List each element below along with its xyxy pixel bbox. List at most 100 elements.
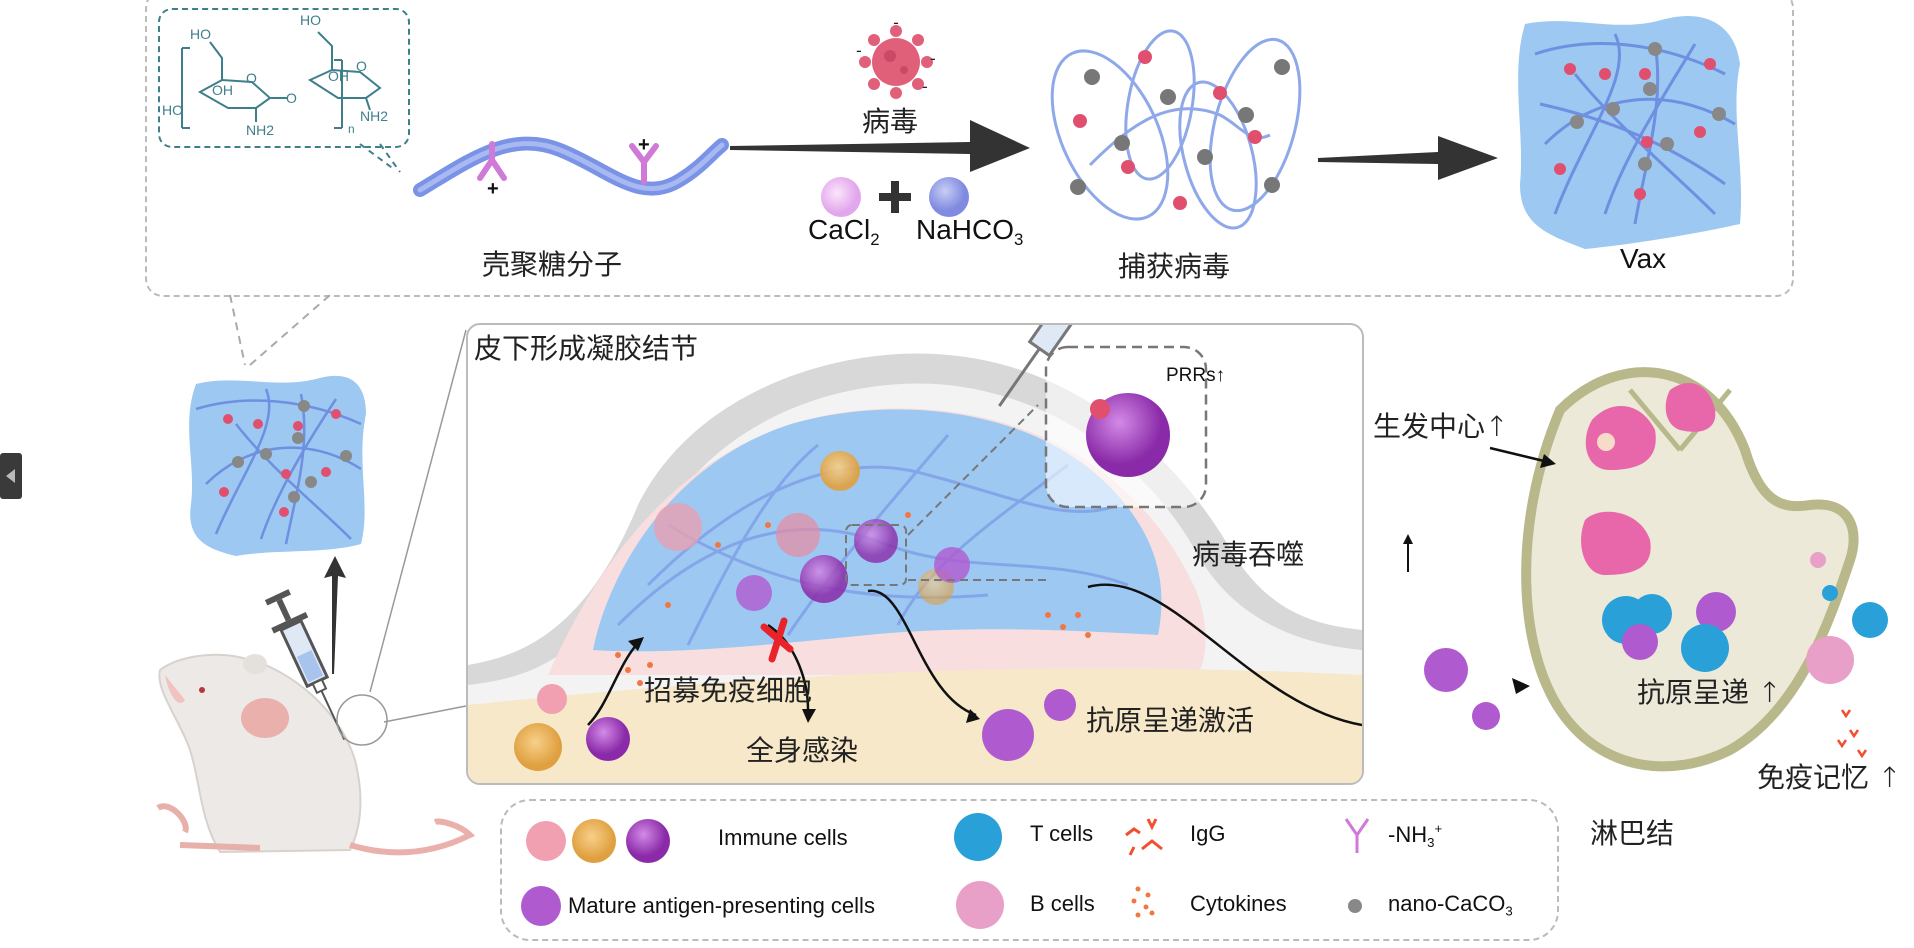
apc-icon <box>1622 624 1658 660</box>
b-cell-icon <box>1806 636 1854 684</box>
recruit-label: 招募免疫细胞 <box>644 674 813 707</box>
b-cell-icon <box>956 881 1004 929</box>
svg-text:-: - <box>856 41 862 60</box>
antigen-presentation-label: 抗原呈递 ↑ <box>1637 671 1781 711</box>
immune-cell-icon <box>537 684 567 714</box>
legend: Immune cells T cells IgG -NH3+ Mature an… <box>500 799 1559 941</box>
legend-label: Cytokines <box>1190 891 1287 916</box>
reagent-cacl2-sub: 2 <box>870 229 880 249</box>
reagent-nahco3-sub: 3 <box>1014 229 1024 249</box>
prrs-text: PRRs <box>1166 365 1216 386</box>
phagocytosis-label: 病毒吞噬 <box>1192 538 1305 571</box>
t-cell-icon <box>1681 624 1729 672</box>
amine-icon <box>1344 818 1370 853</box>
legend-label: -NH3+ <box>1388 821 1442 850</box>
prrs-label: PRRs↑ <box>1166 365 1225 387</box>
legend-label: Immune cells <box>718 825 848 850</box>
apc-icon <box>736 575 772 611</box>
chitosan-chain-icon <box>413 136 729 197</box>
antigen-presentation-text: 抗原呈递 <box>1637 676 1750 709</box>
immune-cell-icon <box>854 519 898 563</box>
formula-atom: HO <box>190 26 211 42</box>
apc-icon <box>1696 592 1736 632</box>
virus-label: 病毒 <box>862 105 919 138</box>
blocked-x-icon <box>760 617 794 663</box>
cacl2-sphere-icon <box>821 177 861 217</box>
svg-text:-: - <box>922 77 928 96</box>
immune-memory-text: 免疫记忆 <box>1757 761 1870 794</box>
legend-label: nano-CaCO3 <box>1388 891 1513 919</box>
chitosan-label: 壳聚糖分子 <box>482 248 623 281</box>
b-cell-icon <box>1810 552 1826 568</box>
chitosan-formula-box: HO HO OH O O HO OH O NH2 NH2 n <box>158 8 410 148</box>
process-arrow-icon <box>730 120 1030 172</box>
positive-charge: + <box>638 134 650 156</box>
zoom-region-box <box>845 524 907 586</box>
sidebar-collapse-tab[interactable] <box>0 453 22 499</box>
t-cell-icon <box>954 813 1002 861</box>
up-arrow-icon: ↑ <box>1215 365 1226 386</box>
nahco3-sphere-icon <box>929 177 969 217</box>
amine-group-icon <box>629 143 659 185</box>
systemic-infection-label: 全身感染 <box>746 734 859 767</box>
formula-atom: NH2 <box>360 108 389 124</box>
svg-text:-: - <box>893 13 899 32</box>
legend-label: B cells <box>1030 891 1095 916</box>
igg-icon <box>1125 818 1163 856</box>
t-cell-icon <box>1632 594 1672 634</box>
immune-cell-icon <box>776 513 820 557</box>
capture-label: 捕获病毒 <box>1118 250 1231 283</box>
formula-atom: OH <box>212 82 233 98</box>
syringe-icon <box>264 589 346 741</box>
t-cell-icon <box>1852 602 1888 638</box>
legend-label: IgG <box>1190 821 1226 846</box>
apc-icon <box>982 709 1034 761</box>
apc-icon <box>1424 648 1468 692</box>
reagent-nahco3-main: NaHCO <box>916 214 1015 245</box>
caco3-sub: 3 <box>1505 903 1513 919</box>
amine-group-icon <box>477 141 507 181</box>
up-arrow-icon: ↑ <box>1749 676 1782 709</box>
subcutaneous-nodule-panel: 皮下形成凝胶结节 PRRs↑ 病毒吞噬 招募免疫细胞 全身感染 抗原呈递激活 <box>466 323 1364 785</box>
germinal-center-text: 生发中心 <box>1373 410 1486 443</box>
immune-cell-icon <box>586 717 630 761</box>
gel-network-icon <box>189 375 366 556</box>
immune-cell-icon <box>514 723 562 771</box>
svg-text:-: - <box>930 49 936 68</box>
germinal-center-label: 生发中心↑ <box>1373 405 1508 445</box>
vax-label: Vax <box>1620 243 1667 274</box>
formula-atom: O <box>356 58 367 74</box>
formula-atom: n <box>348 122 355 136</box>
mouse-icon <box>156 653 476 856</box>
caco3-text: nano-CaCO <box>1388 891 1506 916</box>
amine-sup: + <box>1434 821 1443 836</box>
t-cell-icon <box>1822 585 1838 601</box>
up-arrow-icon: ↑ <box>1485 410 1509 443</box>
legend-label: T cells <box>1030 821 1094 846</box>
apc-icon <box>521 886 561 926</box>
formula-atom: HO <box>300 12 321 28</box>
legend-label: Mature antigen-presenting cells <box>568 893 875 918</box>
reagent-cacl2-main: CaCl <box>808 214 871 245</box>
captured-virus-network-icon <box>1050 29 1302 230</box>
germinal-center-icon <box>1585 406 1656 470</box>
formula-atom: NH2 <box>246 122 275 138</box>
antigen-activation-label: 抗原呈递激活 <box>1086 704 1255 737</box>
virus-icon: - - - - <box>856 13 936 99</box>
formula-atom: O <box>246 70 257 86</box>
germinal-center-icon <box>1665 382 1716 432</box>
immune-memory-label: 免疫记忆 ↑ <box>1757 756 1901 796</box>
reagent-nahco3: NaHCO3 <box>916 214 1023 250</box>
up-arrow-icon: ↑ <box>1869 761 1902 794</box>
immune-cell-icon <box>820 451 860 491</box>
nodule-illustration <box>468 325 1362 783</box>
igg-icon <box>1836 709 1868 759</box>
vax-gel-icon <box>1518 16 1742 249</box>
positive-charge: + <box>487 178 499 200</box>
chitosan-structure-icon <box>181 31 382 129</box>
process-arrow-icon <box>1318 136 1498 180</box>
immune-cell-icon <box>800 555 848 603</box>
formula-atom: OH <box>328 68 349 84</box>
immune-cell-icon <box>654 503 702 551</box>
immune-cells-icon <box>526 819 670 863</box>
